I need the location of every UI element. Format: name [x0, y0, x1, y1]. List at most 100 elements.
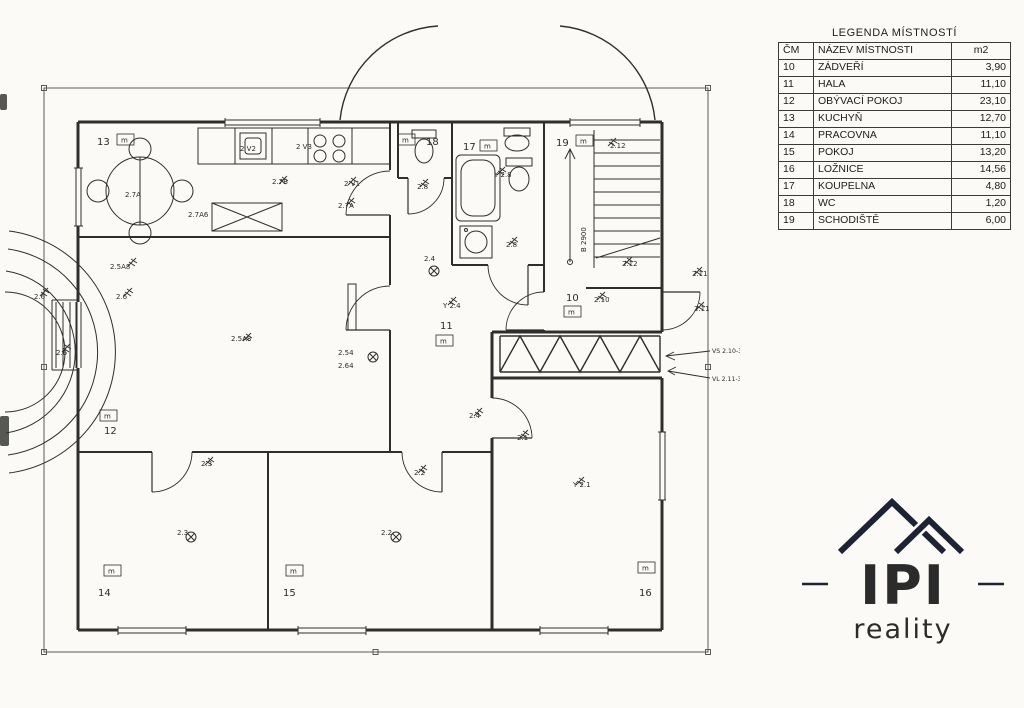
annotation: 2.64: [338, 362, 354, 370]
room-label: 11: [440, 321, 453, 332]
annotation: 2.54: [338, 349, 354, 357]
ceiling-light-symbol: [367, 351, 379, 363]
room-number: 10: [778, 59, 814, 77]
annotation: 2.10: [594, 296, 610, 304]
svg-text:m: m: [484, 143, 491, 151]
room-label: 18: [426, 137, 439, 148]
room-number: 15: [778, 144, 814, 162]
annotation: 2.7B: [272, 178, 288, 186]
plot-boundary: [41, 85, 711, 655]
brand-logo: IPI reality: [788, 492, 1018, 652]
annotation: 2.5A8: [110, 263, 130, 271]
room-name: WC: [813, 195, 952, 213]
door-leaf: [151, 178, 700, 492]
terrace-steps: [51, 299, 78, 371]
room-label: 15: [283, 588, 296, 599]
room-marker: m: [116, 133, 135, 146]
room-label: 16: [639, 588, 652, 599]
room-name: ZÁDVEŘÍ: [813, 59, 952, 77]
room-area: 11,10: [951, 76, 1011, 94]
ceiling-light-symbol: [390, 531, 402, 543]
switch-symbol: [127, 257, 138, 267]
scan-artifact: [0, 94, 7, 110]
svg-text:m: m: [104, 413, 111, 421]
room-marker: m: [103, 564, 122, 577]
annotation: Y 2.4: [442, 302, 461, 310]
patio-arcs: [4, 230, 116, 474]
ceiling-light-symbol: [428, 265, 440, 277]
chair: [128, 137, 152, 161]
annotation: 2 V3: [296, 143, 312, 151]
annotation: 2.7A: [125, 191, 141, 199]
interior-walls: [78, 122, 662, 630]
legend-col-name: NÁZEV MÍSTNOSTI: [813, 42, 952, 60]
chair: [170, 179, 194, 203]
room-label: 17: [463, 142, 476, 153]
room-area: 4,80: [951, 178, 1011, 196]
switch-symbol: [473, 407, 484, 417]
room-label: 10: [566, 293, 579, 304]
ceiling-light-symbol: [185, 531, 197, 543]
room-marker: m: [575, 134, 594, 147]
chair: [86, 179, 110, 203]
electrical-annotations: 2.7A 2.7A6 2.7B 2 V2 2 V3 2 V1 2.7A 2.8 …: [34, 142, 740, 537]
svg-text:m: m: [440, 338, 447, 346]
room-area: 11,10: [951, 127, 1011, 145]
annotation: Y 2.1: [572, 481, 591, 489]
room-area: 13,20: [951, 144, 1011, 162]
annotation: B 2900: [580, 227, 588, 252]
annotation: 2.1: [517, 434, 528, 442]
room-number: 11: [778, 76, 814, 94]
annotation: 2.6: [116, 293, 128, 301]
legend-col-num: ČM: [778, 42, 814, 60]
room-label: 13: [97, 137, 110, 148]
room-marker: m: [479, 139, 498, 152]
annotation: Y 2.8: [493, 171, 512, 179]
annotation: 2.2: [381, 529, 392, 537]
room-area: 3,90: [951, 59, 1011, 77]
room-label: 14: [98, 588, 111, 599]
svg-text:m: m: [580, 138, 587, 146]
annotation: 2 V1: [344, 180, 360, 188]
washbasin-icon: [503, 127, 531, 152]
brand-subtitle: reality: [853, 614, 952, 645]
room-labels: 13 18 17 19 10 11 12 14 15 16: [97, 137, 652, 599]
annotation: 2.6: [34, 293, 46, 301]
room-area: 23,10: [951, 93, 1011, 111]
room-label: 19: [556, 138, 569, 149]
room-marker: m: [397, 133, 416, 146]
room-marker: m: [285, 564, 304, 577]
annotation: 2.4: [469, 412, 481, 420]
room-name: SCHODIŠTĚ: [813, 212, 952, 230]
staircase: [564, 130, 661, 268]
room-marker: m: [99, 409, 118, 422]
room-number: 12: [778, 93, 814, 111]
toilet-icon: [505, 157, 533, 192]
switch-symbol: [204, 456, 215, 466]
window: [74, 118, 666, 635]
svg-text:m: m: [402, 137, 409, 145]
dining-table: [86, 137, 194, 245]
annotation: VL 2.11-3CH 1,5: [712, 376, 740, 383]
room-marker: m: [435, 334, 454, 347]
terrace-hatch: [499, 334, 661, 374]
bathtub-icon: [455, 154, 501, 222]
floor-plan: 13 18 17 19 10 11 12 14 15 16 m m m m m …: [0, 25, 740, 655]
legend-header-row: ČM NÁZEV MÍSTNOSTI m2: [778, 42, 1011, 60]
chimney-hatch: [211, 202, 283, 232]
room-name: OBÝVACÍ POKOJ: [813, 93, 952, 111]
stove-icon: [313, 134, 346, 163]
room-number: 18: [778, 195, 814, 213]
legend-title: LEGENDA MÍSTNOSTÍ: [831, 27, 958, 39]
room-name: KOUPELNA: [813, 178, 952, 196]
note-leader-arrow: [664, 350, 711, 379]
roof-icon: [837, 497, 966, 556]
room-markers: m m m m m m m m m m: [99, 133, 656, 577]
